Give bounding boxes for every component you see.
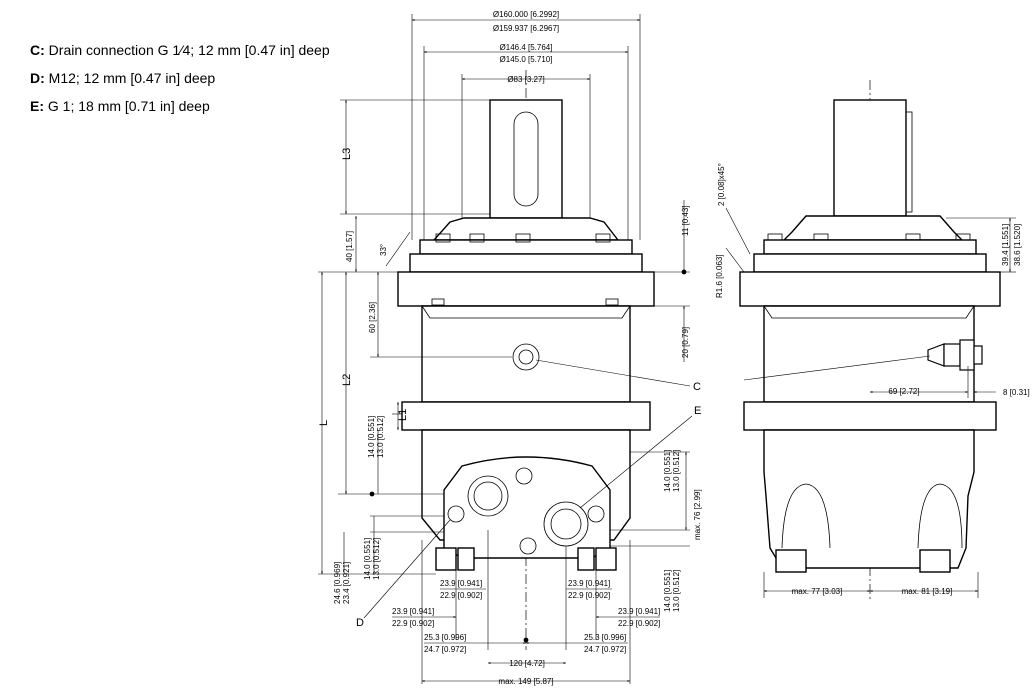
dim-23-9-a-min: 22.9 [0.902]	[440, 591, 482, 600]
label-d: D	[356, 617, 364, 629]
label-c: C	[693, 381, 701, 393]
legend-item-e: E: G 1; 18 mm [0.71 in] deep	[30, 92, 330, 120]
side-foot-right	[919, 549, 951, 573]
legend-item-c: C: Drain connection G 1⁄4; 12 mm [0.47 i…	[30, 36, 330, 64]
legend-item-d: D: M12; 12 mm [0.47 in] deep	[30, 64, 330, 92]
drain-fitting	[927, 339, 983, 371]
mount-hole-d-top	[515, 467, 533, 485]
legend-text-e: G 1; 18 mm [0.71 in] deep	[44, 98, 210, 114]
dim-radius: R1.6 [0.063]	[715, 254, 724, 298]
dim-23-9-d-min: 22.9 [0.902]	[618, 619, 660, 628]
front-port-face	[443, 456, 611, 559]
output-shaft	[489, 99, 563, 219]
dim-25-3-a-min: 24.7 [0.972]	[424, 645, 466, 654]
dim-14-bl-max: 14.0 [0.551]	[363, 538, 372, 580]
legend-text-c: Drain connection G 1⁄4; 12 mm [0.47 in] …	[44, 42, 330, 58]
side-body-band	[743, 401, 997, 431]
port-e-left	[467, 475, 509, 517]
legend-letter-c: C:	[30, 42, 45, 58]
dim-dia-160-max: Ø160.000 [6.2992]	[493, 10, 559, 19]
dim-25-3-b-max: 25.3 [0.996]	[584, 633, 626, 642]
dim-max-81: max. 81 [3.19]	[902, 587, 953, 596]
side-shaft	[833, 99, 907, 217]
label-l: L	[318, 420, 330, 426]
dim-23-9-a-max: 23.9 [0.941]	[440, 579, 482, 588]
label-e: E	[694, 405, 701, 417]
dim-dia-83: Ø83 [3.27]	[507, 75, 544, 84]
dim-max-149: max. 149 [5.87]	[498, 677, 553, 686]
label-l3: L3	[341, 148, 353, 160]
dim-angle-33: 33°	[379, 244, 388, 256]
front-top-cap	[432, 217, 620, 241]
mount-hole-d-bottom	[519, 537, 537, 555]
front-view: L3 40 [1.57] 33° L L2 60 [2.36] L1 14.0 …	[318, 10, 702, 686]
dim-23-9-b-min: 22.9 [0.902]	[568, 591, 610, 600]
dim-24-6-max: 24.6 [0.969]	[333, 562, 342, 604]
dim-20: 20 [0.79]	[681, 327, 690, 358]
dim-14-br-max: 14.0 [0.551]	[663, 570, 672, 612]
side-top-cap	[782, 215, 964, 241]
side-pilot-ring	[753, 253, 987, 273]
side-upper-ring	[763, 239, 977, 255]
legend-text-d: M12; 12 mm [0.47 in] deep	[44, 70, 216, 86]
dim-23-9-c-max: 23.9 [0.941]	[392, 607, 434, 616]
front-pilot-ring	[409, 253, 643, 273]
front-mounting-flange	[397, 271, 655, 307]
dim-23-9-c-min: 22.9 [0.902]	[392, 619, 434, 628]
dim-14-left-min: 13.0 [0.512]	[376, 416, 385, 458]
front-foot-right	[595, 547, 617, 571]
dim-39-4-max: 39.4 [1.551]	[1001, 224, 1010, 266]
dim-25-3-b-min: 24.7 [0.972]	[584, 645, 626, 654]
dim-120: 120 [4.72]	[509, 659, 545, 668]
dim-24-6-min: 23.4 [0.921]	[342, 562, 351, 604]
front-motor-body	[421, 305, 631, 403]
side-lower-housing	[763, 429, 975, 569]
dim-dia-160-min: Ø159.937 [6.2967]	[493, 24, 559, 33]
dim-14-bl-min: 13.0 [0.512]	[372, 538, 381, 580]
front-body-band	[401, 401, 651, 431]
label-l2: L2	[341, 374, 353, 386]
dim-23-9-d-max: 23.9 [0.941]	[618, 607, 660, 616]
legend-letter-e: E:	[30, 98, 44, 114]
dim-chamfer: 2 [0.08]x45°	[717, 163, 726, 206]
legend: C: Drain connection G 1⁄4; 12 mm [0.47 i…	[30, 36, 330, 120]
dim-60: 60 [2.36]	[368, 302, 377, 333]
dim-max-76: max. 76 [2.99]	[693, 489, 702, 540]
label-l1: L1	[397, 409, 409, 421]
dim-8: 8 [0.31]	[1003, 388, 1030, 397]
dim-max-77: max. 77 [3.03]	[792, 587, 843, 596]
side-foot-left	[775, 549, 807, 573]
mount-hole-d-left	[447, 505, 465, 523]
legend-letter-d: D:	[30, 70, 45, 86]
front-foot-left	[435, 547, 457, 571]
mount-hole-d-right	[587, 505, 605, 523]
dim-14-br-min: 13.0 [0.512]	[672, 570, 681, 612]
dim-14-left-max: 14.0 [0.551]	[367, 416, 376, 458]
dim-dia-146-max: Ø146.4 [5.764]	[500, 43, 553, 52]
side-mounting-flange	[739, 271, 1001, 307]
dim-69: 69 [2.72]	[888, 387, 919, 396]
shaft-key-slot	[513, 111, 539, 207]
front-flange-bolts	[435, 233, 611, 243]
dim-14-right-min: 13.0 [0.512]	[672, 450, 681, 492]
side-view: 2 [0.08]x45° R1.6 [0.063] 39.4 [1.551] 3…	[715, 80, 1030, 600]
dim-11: 11 [0.43]	[681, 205, 690, 236]
dim-23-9-b-max: 23.9 [0.941]	[568, 579, 610, 588]
dim-14-right-max: 14.0 [0.551]	[663, 450, 672, 492]
dim-39-4-min: 38.6 [1.520]	[1013, 224, 1022, 266]
dim-25-3-a-max: 25.3 [0.996]	[424, 633, 466, 642]
drain-port-c	[512, 343, 540, 371]
dim-40: 40 [1.57]	[345, 231, 354, 262]
dim-dia-146-min: Ø145.0 [5.710]	[500, 55, 553, 64]
